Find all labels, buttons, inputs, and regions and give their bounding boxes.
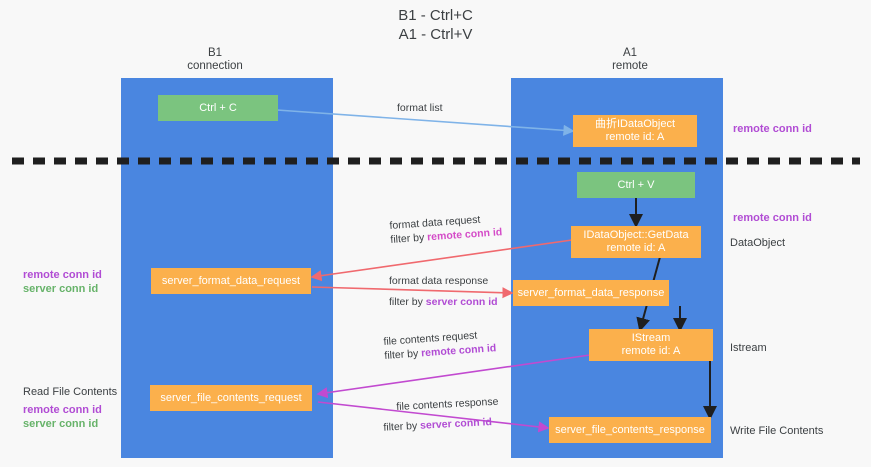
filter-prefix: filter by bbox=[390, 231, 428, 246]
left-label-server-conn-id-2: server conn id bbox=[23, 418, 99, 430]
node-istream-line1: IStream bbox=[631, 332, 671, 344]
left-label-server-conn-id: server conn id bbox=[23, 283, 99, 295]
column-header-a1: A1 remote bbox=[560, 47, 700, 73]
right-label-write-file-contents-text: Write File Contents bbox=[730, 425, 824, 437]
left-label-remote-conn-id-2: remote conn id bbox=[23, 404, 102, 416]
node-ctrl-v[interactable]: Ctrl + V bbox=[577, 172, 695, 198]
filter-prefix-4: filter by bbox=[383, 419, 421, 434]
edge-label-file-contents-response: file contents response filter by server … bbox=[383, 395, 500, 434]
left-label-remote-conn-id: remote conn id bbox=[23, 269, 102, 281]
node-ctrl-c[interactable]: Ctrl + C bbox=[158, 95, 278, 121]
column-header-b1: B1 connection bbox=[145, 47, 285, 73]
filter-key-server-conn-id: server conn id bbox=[425, 296, 498, 308]
right-label-istream: Istream bbox=[730, 341, 767, 355]
edge-label-format-list: format list bbox=[397, 101, 443, 115]
edge-label-format-list-text: format list bbox=[397, 102, 443, 114]
filter-key-server-conn-id-2: server conn id bbox=[419, 416, 493, 432]
edge-label-format-data-response: format data response filter by server co… bbox=[389, 274, 498, 309]
node-ctrl-c-label: Ctrl + C bbox=[199, 101, 237, 114]
filter-prefix-2: filter by bbox=[389, 296, 426, 308]
edge-label-format-data-response-text: format data response bbox=[389, 275, 489, 287]
node-server-file-contents-request-label: server_file_contents_request bbox=[160, 391, 302, 404]
page-title: B1 - Ctrl+C A1 - Ctrl+V bbox=[0, 6, 871, 44]
node-server-file-contents-response-label: server_file_contents_response bbox=[555, 423, 705, 436]
node-ctrl-v-label: Ctrl + V bbox=[617, 178, 655, 191]
filter-prefix-3: filter by bbox=[384, 347, 422, 362]
right-label-dataobject: DataObject bbox=[730, 236, 785, 250]
right-label-dataobject-text: DataObject bbox=[730, 237, 786, 249]
node-server-file-contents-request[interactable]: server_file_contents_request bbox=[150, 385, 312, 411]
node-getdata-line1: IDataObject::GetData bbox=[583, 229, 689, 241]
right-label-remote-conn-id-top: remote conn id bbox=[733, 122, 812, 136]
page-title-line1: B1 - Ctrl+C bbox=[398, 7, 473, 24]
left-label-conn-ids-bottom: remote conn id server conn id bbox=[23, 403, 102, 431]
right-label-write-file-contents: Write File Contents bbox=[730, 424, 823, 438]
column-header-a1-sub: remote bbox=[612, 60, 648, 72]
left-label-read-file-contents-text: Read File Contents bbox=[23, 386, 118, 398]
page-title-line2: A1 - Ctrl+V bbox=[398, 26, 473, 43]
node-istream[interactable]: IStream remote id: A bbox=[589, 329, 713, 361]
left-label-read-file-contents: Read File Contents bbox=[23, 385, 117, 399]
node-getdata-line2: remote id: A bbox=[606, 242, 666, 254]
arrow-format-data-request bbox=[310, 239, 573, 282]
right-label-istream-text: Istream bbox=[730, 342, 767, 354]
column-header-b1-sub: connection bbox=[187, 60, 243, 72]
node-idataobject-line1: 曲折IDataObject bbox=[594, 118, 676, 130]
node-server-format-data-response[interactable]: server_format_data_response bbox=[513, 280, 669, 306]
right-label-remote-conn-id-mid-text: remote conn id bbox=[733, 212, 812, 224]
left-label-conn-ids-top: remote conn id server conn id bbox=[23, 268, 102, 296]
arrow-file-contents-response bbox=[317, 401, 550, 433]
node-server-format-data-request[interactable]: server_format_data_request bbox=[151, 268, 311, 294]
column-header-b1-name: B1 bbox=[207, 47, 223, 59]
arrow-file-contents-request bbox=[316, 354, 591, 399]
right-label-remote-conn-id-mid: remote conn id bbox=[733, 211, 812, 225]
arrow-format-data-response bbox=[311, 286, 514, 299]
node-idataobject[interactable]: 曲折IDataObject remote id: A bbox=[573, 115, 697, 147]
node-idataobject-line2: remote id: A bbox=[605, 131, 665, 143]
node-server-format-data-response-label: server_format_data_response bbox=[517, 286, 665, 299]
node-istream-line2: remote id: A bbox=[621, 345, 681, 357]
arrow-format-list bbox=[276, 109, 575, 136]
node-server-format-data-request-label: server_format_data_request bbox=[161, 274, 301, 287]
column-header-a1-name: A1 bbox=[622, 47, 638, 59]
node-idataobject-getdata[interactable]: IDataObject::GetData remote id: A bbox=[571, 226, 701, 258]
right-label-remote-conn-id-top-text: remote conn id bbox=[733, 123, 812, 135]
node-server-file-contents-response[interactable]: server_file_contents_response bbox=[549, 417, 711, 443]
edge-label-format-data-response-filter: filter by server conn id bbox=[389, 295, 498, 309]
